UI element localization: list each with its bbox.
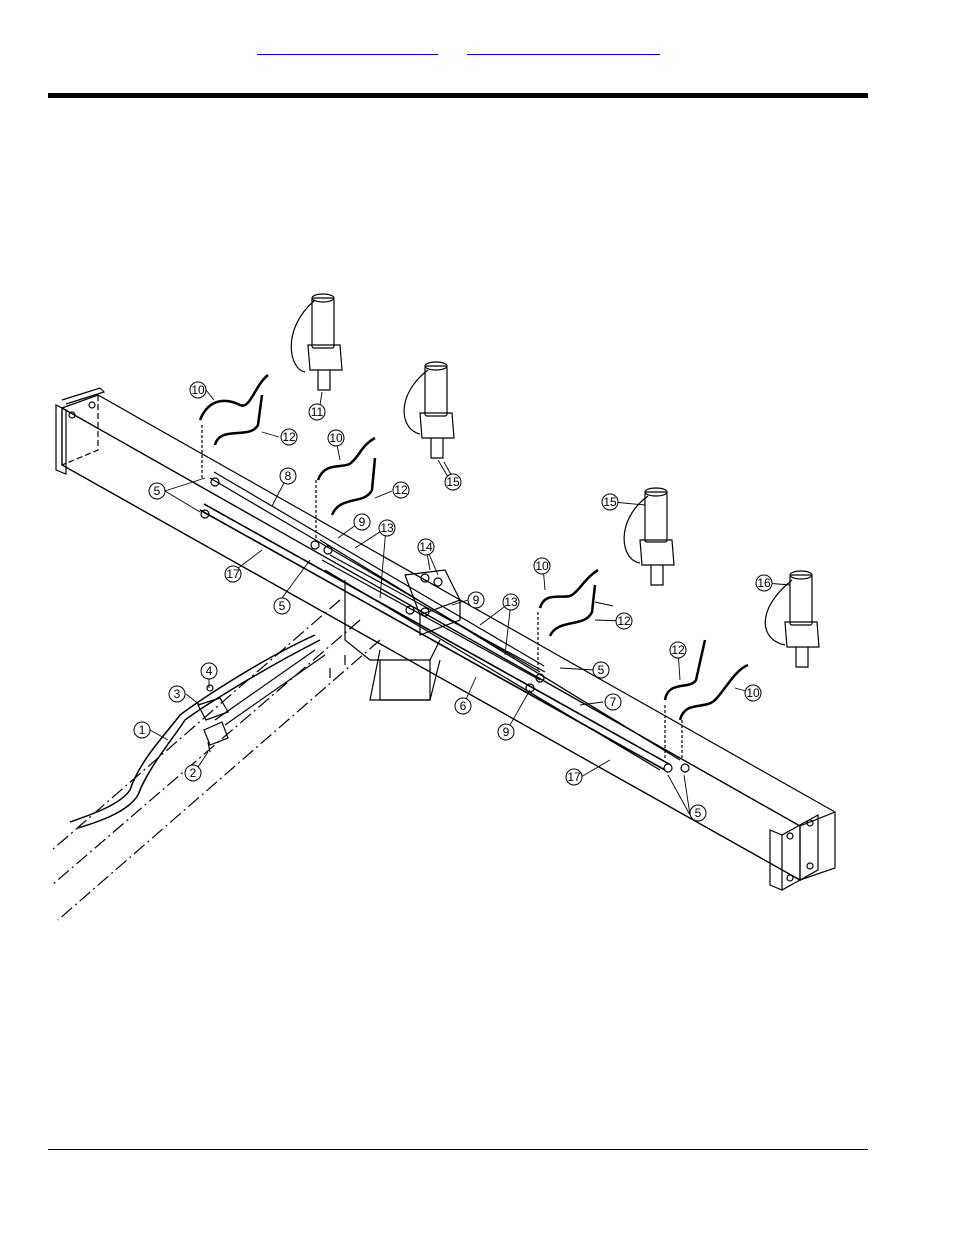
callout-16: 16 — [757, 576, 771, 590]
callout-13b: 13 — [504, 595, 518, 609]
callout-10b: 10 — [329, 431, 343, 445]
callout-5d: 5 — [695, 806, 702, 820]
footer-rule — [48, 1149, 868, 1150]
callout-12c: 12 — [617, 614, 631, 628]
callout-10c: 10 — [535, 559, 549, 573]
callout-11: 11 — [311, 405, 324, 419]
callout-5b: 5 — [279, 599, 286, 613]
callout-17b: 17 — [567, 770, 581, 784]
callout-8: 8 — [285, 469, 292, 483]
callout-12d: 12 — [671, 643, 685, 657]
callout-7: 7 — [610, 695, 617, 709]
callout-13a: 13 — [380, 521, 394, 535]
callout-9c: 9 — [503, 725, 510, 739]
header-link-1[interactable] — [257, 40, 438, 55]
diagram-drawing: 1 2 3 4 5 5 5 5 6 7 8 9 9 9 10 10 10 10 … — [51, 293, 837, 921]
callout-4: 4 — [206, 664, 213, 678]
callout-10a: 10 — [191, 383, 205, 397]
header-links — [0, 40, 954, 60]
callout-9a: 9 — [359, 515, 366, 529]
callout-15a: 15 — [446, 475, 460, 489]
callout-3: 3 — [174, 687, 181, 701]
header-link-2[interactable] — [467, 40, 660, 55]
callout-5a: 5 — [154, 484, 161, 498]
callout-12a: 12 — [282, 430, 296, 444]
callout-1: 1 — [139, 723, 146, 737]
callout-15b: 15 — [603, 495, 617, 509]
callout-5c: 5 — [598, 663, 605, 677]
callout-2: 2 — [190, 766, 197, 780]
hydraulic-parts-diagram: 1 2 3 4 5 5 5 5 6 7 8 9 9 9 10 10 10 10 … — [40, 285, 840, 935]
header-rule — [48, 93, 868, 98]
callout-9b: 9 — [473, 593, 480, 607]
callout-14: 14 — [419, 540, 433, 554]
callout-10d: 10 — [746, 686, 760, 700]
callout-12b: 12 — [394, 483, 408, 497]
callout-17a: 17 — [226, 567, 240, 581]
callout-6: 6 — [460, 699, 467, 713]
